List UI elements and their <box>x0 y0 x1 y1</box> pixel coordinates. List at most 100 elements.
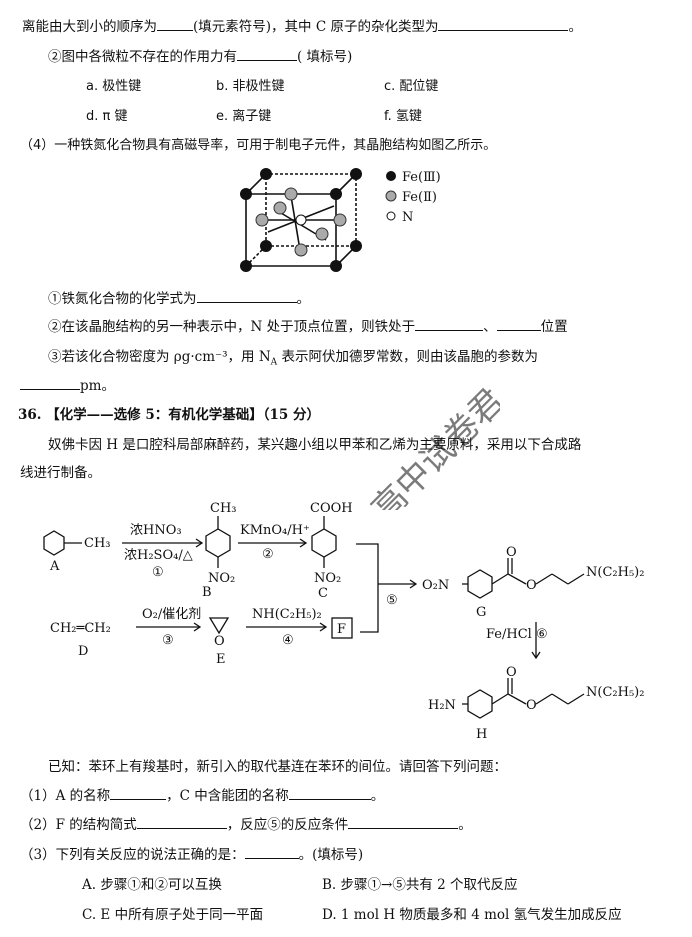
q4-s1: ①铁氮化合物的化学式为。 <box>48 290 310 308</box>
ch3-label-b: CH₃ <box>210 501 237 516</box>
label-b: B <box>202 585 212 600</box>
q3-line1-text-b: (填元素符号)，其中 C 原子的杂化类型为 <box>193 19 439 35</box>
epoxide-ring-e <box>208 617 230 635</box>
answer-blank[interactable] <box>110 787 167 800</box>
q3-item2-text: ②图中各微粒不存在的作用力有 <box>48 49 237 65</box>
q36-known: 已知：苯环上有羧基时，新引入的取代基连在苯环的间位。请回答下列问题： <box>48 759 507 775</box>
reagent-1-bottom: 浓H₂SO₄/△ <box>124 548 193 563</box>
label-h: H <box>476 727 487 742</box>
label-e: E <box>216 652 226 667</box>
step-3: ③ <box>162 633 174 648</box>
choice-d: D. 1 mol H 物质最多和 4 mol 氢气发生加成反应 <box>322 907 622 923</box>
period: 。 <box>458 817 472 833</box>
answer-blank[interactable] <box>496 318 541 331</box>
separator: 、 <box>483 319 497 335</box>
step-5: ⑤ <box>386 593 398 608</box>
q36-intro-2: 线进行制备。 <box>20 465 101 481</box>
choice-c: C. E 中所有原子处于同一平面 <box>82 907 264 923</box>
label-f: F <box>337 622 346 637</box>
period: 。 <box>568 19 582 35</box>
reagent-4: NH(C₂H₅)₂ <box>252 607 322 622</box>
synthesis-scheme: CH₃ A 浓HNO₃ 浓H₂SO₄/△ ① CH₃ NO₂ B KMnO₄/H… <box>43 501 644 742</box>
q36-intro-1: 奴佛卡因 H 是口腔科局部麻醉药，某兴趣小组以甲苯和乙烯为主要原料，采用以下合成… <box>48 437 582 453</box>
legend-fe3: Fe(Ⅲ) <box>402 170 441 185</box>
q4-s1-text: ①铁氮化合物的化学式为 <box>48 291 197 307</box>
q4-s3-text: ③若该化合物密度为 ρg·cm⁻³，用 N <box>48 349 271 365</box>
q36-part1-text-b: ，C 中含能团的名称 <box>166 788 289 804</box>
reagent-3: O₂/催化剂 <box>142 607 201 622</box>
amine-label-h: N(C₂H₅)₂ <box>586 685 644 700</box>
answer-blank[interactable] <box>20 377 80 390</box>
q36-part1-text-a: （1）A 的名称 <box>20 788 111 804</box>
carbonyl-o-g: O <box>506 545 517 560</box>
option-a: a. 极性键 <box>86 79 142 94</box>
q4-intro: （4）一种铁氮化合物具有高磁导率，可用于制电子元件，其晶胞结构如图乙所示。 <box>20 138 497 153</box>
q4-s3-sub: A <box>270 357 278 368</box>
q36-part1: （1）A 的名称，C 中含能团的名称。 <box>20 787 384 805</box>
fe3-atoms <box>240 168 362 272</box>
no2-label-b: NO₂ <box>208 571 235 586</box>
q4-s3-line2: pm。 <box>20 377 115 395</box>
answer-blank[interactable] <box>438 18 569 31</box>
q4-s3-text-b: 表示阿伏加德罗常数，则由该晶胞的参数为 <box>277 349 538 365</box>
ch3-label-a: CH₃ <box>84 536 111 551</box>
o2n-label: O₂N <box>422 578 449 593</box>
answer-blank[interactable] <box>244 846 299 859</box>
answer-blank[interactable] <box>415 318 484 331</box>
q36-part2-text-a: （2）F 的结构简式 <box>20 817 137 833</box>
legend-n: N <box>402 210 413 225</box>
ethylene-label: CH₂═CH₂ <box>50 621 111 636</box>
q3-item2-hint: ( 填标号) <box>297 49 353 65</box>
option-d: d. π 键 <box>86 109 128 124</box>
reagent-6: Fe/HCl ⑥ <box>486 627 548 642</box>
choice-a: A. 步骤①和②可以互换 <box>82 877 222 893</box>
reagent-1-top: 浓HNO₃ <box>130 523 182 538</box>
choice-b: B. 步骤①→⑤共有 2 个取代反应 <box>322 877 518 893</box>
cooh-label: COOH <box>310 501 353 516</box>
q3-item2: ②图中各微粒不存在的作用力有 ( 填标号) <box>48 48 352 66</box>
option-e: e. 离子键 <box>216 109 272 124</box>
answer-blank[interactable] <box>157 18 193 31</box>
carbonyl-o-h: O <box>506 665 517 680</box>
benzene-ring-c <box>311 528 337 558</box>
step-4: ④ <box>282 633 294 648</box>
watermark-text: 高中试卷君 <box>364 381 500 510</box>
answer-blank[interactable] <box>237 48 297 61</box>
q36-part3-end: 。(填标号) <box>298 847 364 863</box>
answer-blank[interactable] <box>196 290 297 303</box>
crystal-cell-diagram: Fe(Ⅲ) Fe(Ⅱ) N <box>240 168 441 272</box>
ester-o-g: O <box>526 578 537 593</box>
step-2: ② <box>262 547 274 562</box>
benzene-ring-g <box>467 569 493 599</box>
q3-line1: 离能由大到小的顺序为(填元素符号)，其中 C 原子的杂化类型为。 <box>22 18 582 36</box>
benzene-ring-b <box>205 528 231 558</box>
q4-s3-unit: pm。 <box>80 378 115 394</box>
benzene-ring-a <box>43 530 65 556</box>
box-f <box>331 617 353 639</box>
answer-blank[interactable] <box>136 816 227 829</box>
h2n-label: H₂N <box>428 698 456 713</box>
label-c: C <box>318 586 328 601</box>
label-a: A <box>49 559 60 574</box>
step-1: ① <box>152 565 164 580</box>
n-atom <box>295 214 307 226</box>
q36-part3: （3）下列有关反应的说法正确的是：。(填标号) <box>20 846 363 864</box>
label-g: G <box>476 605 486 620</box>
option-c: c. 配位键 <box>384 79 439 94</box>
answer-blank[interactable] <box>288 787 371 800</box>
epoxide-o: O <box>214 634 225 649</box>
q4-s3: ③若该化合物密度为 ρg·cm⁻³，用 NA 表示阿伏加德罗常数，则由该晶胞的参… <box>48 348 538 372</box>
reagent-2: KMnO₄/H⁺ <box>240 523 310 538</box>
label-d: D <box>78 644 88 659</box>
amine-label-g: N(C₂H₅)₂ <box>586 565 644 580</box>
q4-s2: ②在该晶胞结构的另一种表示中，N 处于顶点位置，则铁处于、位置 <box>48 318 568 336</box>
no2-label-c: NO₂ <box>314 571 341 586</box>
legend-fe2: Fe(Ⅱ) <box>402 190 437 205</box>
ester-o-h: O <box>526 698 537 713</box>
answer-blank[interactable] <box>348 816 459 829</box>
watermark: 高中试卷君 <box>364 381 500 510</box>
fe2-atoms <box>255 187 347 257</box>
q36-part2: （2）F 的结构简式，反应⑤的反应条件。 <box>20 816 472 834</box>
q36-header: 36. 【化学——选修 5：有机化学基础】（15 分） <box>18 407 321 423</box>
q4-s2-text: ②在该晶胞结构的另一种表示中，N 处于顶点位置，则铁处于 <box>48 319 416 335</box>
